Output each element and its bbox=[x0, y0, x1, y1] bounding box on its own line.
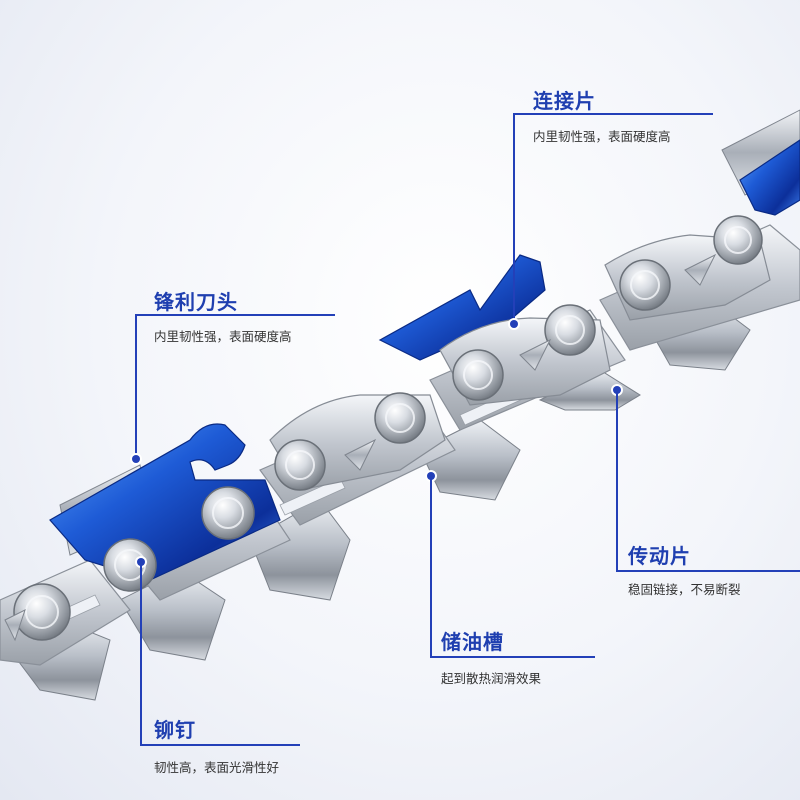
tie-strap-bumps bbox=[4, 253, 717, 642]
cutter-desc: 内里韧性强，表面硬度高 bbox=[154, 329, 292, 344]
connecting-plate-title: 连接片 bbox=[533, 89, 596, 113]
rivet-leader bbox=[140, 562, 142, 744]
connecting-plate-desc: 内里韧性强，表面硬度高 bbox=[533, 129, 671, 144]
rivet-caps bbox=[25, 226, 752, 629]
oil-groove-underline bbox=[430, 656, 595, 658]
oil-groove-leader bbox=[430, 476, 432, 658]
blue-cutters bbox=[49, 139, 800, 581]
connecting-plate-underline bbox=[513, 113, 713, 115]
cutter-title: 锋利刀头 bbox=[154, 290, 238, 314]
drive-link-leader bbox=[616, 390, 618, 572]
rivet-desc: 韧性高，表面光滑性好 bbox=[154, 760, 280, 775]
drive-link-title: 传动片 bbox=[628, 544, 691, 568]
cutter-leader bbox=[135, 314, 137, 460]
oil-groove-desc: 起到散热润滑效果 bbox=[441, 671, 542, 686]
cutter-underline bbox=[135, 314, 335, 316]
drive-link-underline bbox=[616, 570, 800, 572]
drive-link-desc: 稳固链接，不易断裂 bbox=[628, 582, 741, 597]
connecting-plate-marker bbox=[510, 320, 518, 328]
cutter-marker bbox=[132, 455, 140, 463]
connecting-plate-leader bbox=[513, 113, 515, 323]
rivet-underline bbox=[140, 744, 300, 746]
rivets bbox=[13, 215, 763, 641]
oil-groove-title: 储油槽 bbox=[441, 630, 504, 654]
rivet-title: 铆钉 bbox=[154, 718, 196, 742]
